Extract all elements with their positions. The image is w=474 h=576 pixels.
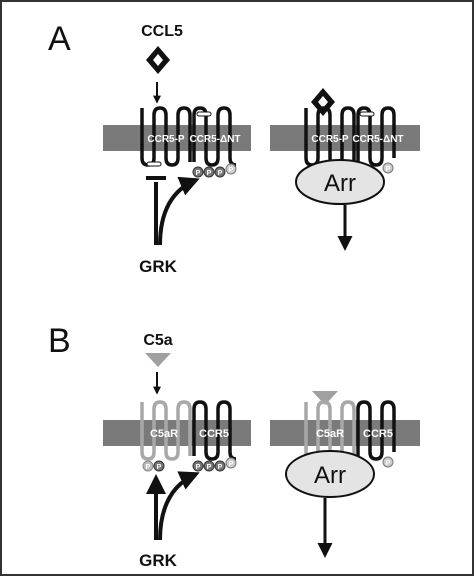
receptor-loop-marker [196,111,212,117]
phosphate-label: P [386,166,391,173]
panel-a-kinase-label: GRK [139,257,178,276]
svg-text:P: P [218,464,223,471]
c5a-ligand-icon [145,353,171,367]
receptor-right-label-a2: CCR5-ΔNT [352,134,403,145]
ccl5-ligand-icon [146,46,170,74]
ccr5-receptor-b [192,400,237,461]
svg-text:P: P [196,170,201,177]
phosphate-group [382,162,394,174]
arrestin-b [285,450,375,498]
c5ar-receptor [140,400,192,461]
svg-text:P: P [207,464,212,471]
arrestin-a [295,159,385,205]
phosphate-group: P [214,460,226,472]
grk-arrow-to-ccr5 [158,471,200,541]
panel-a-letter: A [48,20,71,58]
receptor-left-label-a1: CCR5-P [147,134,185,145]
receptor-left-label-b2: C5aR [316,428,344,440]
ccr5-deltant-receptor-bound [356,106,396,167]
svg-text:P: P [229,167,234,174]
c5a-bound-icon [312,391,338,405]
arrestin-label-b: Arr [314,462,346,489]
receptor-right-label-b1: CCR5 [199,428,229,440]
receptor-right-label-b2: CCR5 [363,428,393,440]
phosphate-group: P [203,460,215,472]
phosphate-label: P [386,460,391,467]
svg-text:P: P [218,170,223,177]
panel-a-ligand-label: CCL5 [141,23,183,40]
phosphate-group: P [214,166,226,178]
phosphate-group: P [142,460,154,472]
svg-text:P: P [196,464,201,471]
phosphate-group: P [203,166,215,178]
arrestin-label-a: Arr [324,170,356,197]
receptor-loop-marker [146,161,162,167]
svg-text:P: P [229,461,234,468]
phosphate-group: P [225,457,237,469]
phosphate-group: P [192,460,204,472]
panel-b-ligand-label: C5a [143,332,172,349]
panel-b-letter: B [48,322,71,360]
membrane-b-right [270,420,420,446]
phosphate-group: P [225,163,237,175]
svg-text:P: P [146,464,151,471]
receptor-left-label-a2: CCR5-P [311,134,349,145]
receptor-right-label-a1: CCR5-ΔNT [189,134,240,145]
svg-text:P: P [157,464,162,471]
ccr5-deltant-receptor [192,106,237,167]
grk-phosphorylation-arrow [158,176,200,246]
phosphate-group: P [153,460,165,472]
panel-b-kinase-label: GRK [139,551,178,570]
phosphate-group: P [192,166,204,178]
svg-text:P: P [207,170,212,177]
receptor-loop-marker [359,111,375,117]
phosphate-group [382,456,394,468]
ccr5-receptor-b-bound [356,400,396,461]
receptor-left-label-b1: C5aR [150,428,178,440]
